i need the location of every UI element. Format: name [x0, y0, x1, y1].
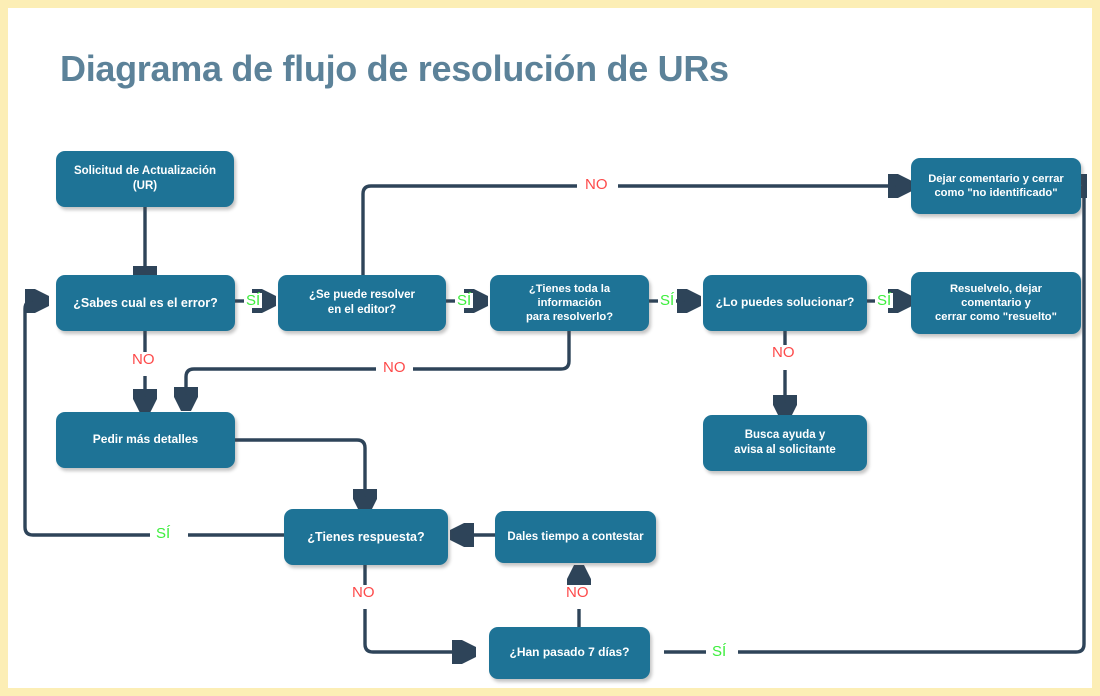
- node-solicitud-actualizacion[interactable]: Solicitud de Actualización (UR): [56, 151, 234, 207]
- node-dales-tiempo-a-contestar[interactable]: Dales tiempo a contestar: [495, 511, 656, 563]
- edge-label-no-can-fix: NO: [770, 344, 797, 361]
- node-label: ¿Han pasado 7 días?: [509, 645, 630, 660]
- node-sabes-cual-es-el-error[interactable]: ¿Sabes cual es el error?: [56, 275, 235, 331]
- node-label-line2: (UR): [132, 180, 158, 192]
- edge-has-answer-to-seven-days-seg2: [363, 609, 471, 652]
- edge-label-no-has-answer: NO: [350, 584, 377, 601]
- node-label: Resuelvelo, dejar comentario y cerrar co…: [935, 282, 1057, 325]
- edge-label-no-editor: NO: [583, 176, 610, 193]
- edge-label-si-know-error: SÍ: [244, 292, 263, 309]
- page-title: Diagrama de flujo de resolución de URs: [60, 48, 729, 89]
- node-label: Solicitud de Actualización (UR): [74, 164, 216, 193]
- node-label-line1: ¿Tienes toda la información: [528, 282, 611, 309]
- node-label: ¿Lo puedes solucionar?: [715, 295, 855, 310]
- node-label-line3: cerrar como "resuelto": [935, 311, 1057, 324]
- node-label: Busca ayuda y avisa al solicitante: [734, 428, 836, 457]
- node-label: ¿Tienes respuesta?: [307, 530, 425, 544]
- node-busca-ayuda-avisa-solicitante[interactable]: Busca ayuda y avisa al solicitante: [703, 415, 867, 471]
- node-label: ¿Tienes toda la información para resolve…: [496, 282, 643, 325]
- edge-label-si-can-fix: SÍ: [875, 292, 894, 309]
- edge-label-si-seven-days: SÍ: [710, 643, 729, 660]
- node-label-line2: avisa al solicitante: [734, 444, 836, 456]
- edge-more-det-to-has-answer: [235, 438, 365, 508]
- edge-label-no-info: NO: [381, 359, 408, 376]
- node-lo-puedes-solucionar[interactable]: ¿Lo puedes solucionar?: [703, 275, 867, 331]
- edge-info-to-more-det: [413, 331, 571, 371]
- node-label: ¿Se puede resolver en el editor?: [309, 288, 415, 317]
- node-label: Dales tiempo a contestar: [507, 530, 644, 543]
- node-label-line1: ¿Se puede resolver: [308, 289, 416, 302]
- edge-has-answer-to-know-error-b: [23, 301, 150, 537]
- edge-label-si-editor: SÍ: [455, 292, 474, 309]
- node-se-puede-resolver-en-el-editor[interactable]: ¿Se puede resolver en el editor?: [278, 275, 446, 331]
- node-tienes-toda-la-informacion[interactable]: ¿Tienes toda la información para resolve…: [490, 275, 649, 331]
- node-label-line1: Dejar comentario y cerrar: [928, 172, 1064, 185]
- edge-label-si-has-answer: SÍ: [154, 525, 173, 542]
- node-han-pasado-7-dias[interactable]: ¿Han pasado 7 días?: [489, 627, 650, 679]
- node-pedir-mas-detalles[interactable]: Pedir más detalles: [56, 412, 235, 468]
- node-label-line2: comentario y: [961, 296, 1031, 309]
- node-resuelvelo-cerrar-resuelto[interactable]: Resuelvelo, dejar comentario y cerrar co…: [911, 272, 1081, 334]
- node-label: ¿Sabes cual es el error?: [73, 296, 218, 310]
- node-dejar-comentario-no-identificado[interactable]: Dejar comentario y cerrar como "no ident…: [911, 158, 1081, 214]
- node-label-line1: Solicitud de Actualización: [73, 165, 217, 178]
- node-label-line2: como "no identificado": [934, 187, 1058, 199]
- node-label-line2: en el editor?: [327, 304, 397, 316]
- connector-layer: [23, 8, 1100, 696]
- node-label: Dejar comentario y cerrar como "no ident…: [928, 172, 1064, 201]
- node-label-line1: Resuelvelo, dejar: [949, 282, 1042, 295]
- edge-label-no-seven-days: NO: [564, 584, 591, 601]
- node-tienes-respuesta[interactable]: ¿Tienes respuesta?: [284, 509, 448, 565]
- node-label-line2: para resolverlo?: [525, 311, 614, 324]
- edge-label-no-know-error: NO: [130, 351, 157, 368]
- node-label-line1: Busca ayuda y: [744, 429, 826, 442]
- diagram-canvas: Diagrama de flujo de resolución de URs: [8, 8, 1100, 696]
- edge-editor-to-not-ident: [361, 184, 577, 276]
- edge-info-to-more-det-b: [186, 367, 376, 406]
- node-label: Pedir más detalles: [92, 432, 199, 447]
- edge-label-si-info: SÍ: [658, 292, 677, 309]
